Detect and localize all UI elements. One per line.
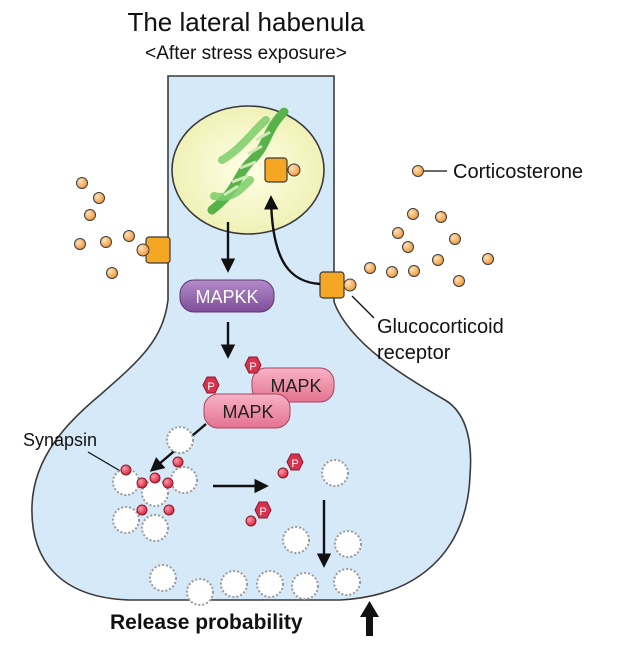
receptor-to-nucleus-arrow xyxy=(263,195,321,286)
free-synapsin-2-icon: P xyxy=(245,501,272,527)
svg-text:P: P xyxy=(207,381,214,393)
receptor-label-line2: receptor xyxy=(377,342,451,364)
free-vesicles xyxy=(282,459,362,558)
diagram-title: The lateral habenula xyxy=(127,7,365,37)
phospho-mapk-2-icon: P xyxy=(244,356,262,374)
up-arrow-icon xyxy=(360,601,379,636)
docked-vesicles xyxy=(149,564,361,606)
corticosterone-dots-right xyxy=(364,208,494,287)
corticosterone-label: Corticosterone xyxy=(453,161,583,183)
receptor-pointer-line xyxy=(351,295,375,319)
nuclear-receptor-icon xyxy=(264,157,301,183)
free-synapsin-1-icon: P xyxy=(277,453,304,479)
phospho-mapk-1-icon: P xyxy=(202,376,220,394)
receptor-label-line1: Glucocorticoid xyxy=(377,316,504,338)
dna-helix-icon xyxy=(207,107,289,215)
svg-text:P: P xyxy=(249,361,256,373)
release-probability-label: Release probability xyxy=(110,611,303,634)
mapk-box-front: MAPK xyxy=(203,393,291,429)
synapsin-label: Synapsin xyxy=(23,430,97,450)
membrane-receptor-right-icon xyxy=(319,271,357,299)
svg-text:P: P xyxy=(259,506,266,518)
svg-text:P: P xyxy=(291,458,298,470)
mapk-label-front: MAPK xyxy=(222,402,273,422)
synapsin-dots xyxy=(120,456,184,516)
membrane-receptor-left-icon xyxy=(136,236,171,264)
mapkk-label: MAPKK xyxy=(195,287,258,307)
mapk-label-back: MAPK xyxy=(270,376,321,396)
diagram-subtitle: <After stress exposure> xyxy=(145,43,347,64)
corticosterone-legend: Corticosterone xyxy=(412,161,583,183)
synapsin-pointer-line xyxy=(87,451,123,473)
mapkk-box: MAPKK xyxy=(179,279,275,313)
neuron-terminal xyxy=(31,75,472,601)
corticosterone-dots-left xyxy=(74,177,135,279)
vesicle-cluster xyxy=(112,426,198,542)
